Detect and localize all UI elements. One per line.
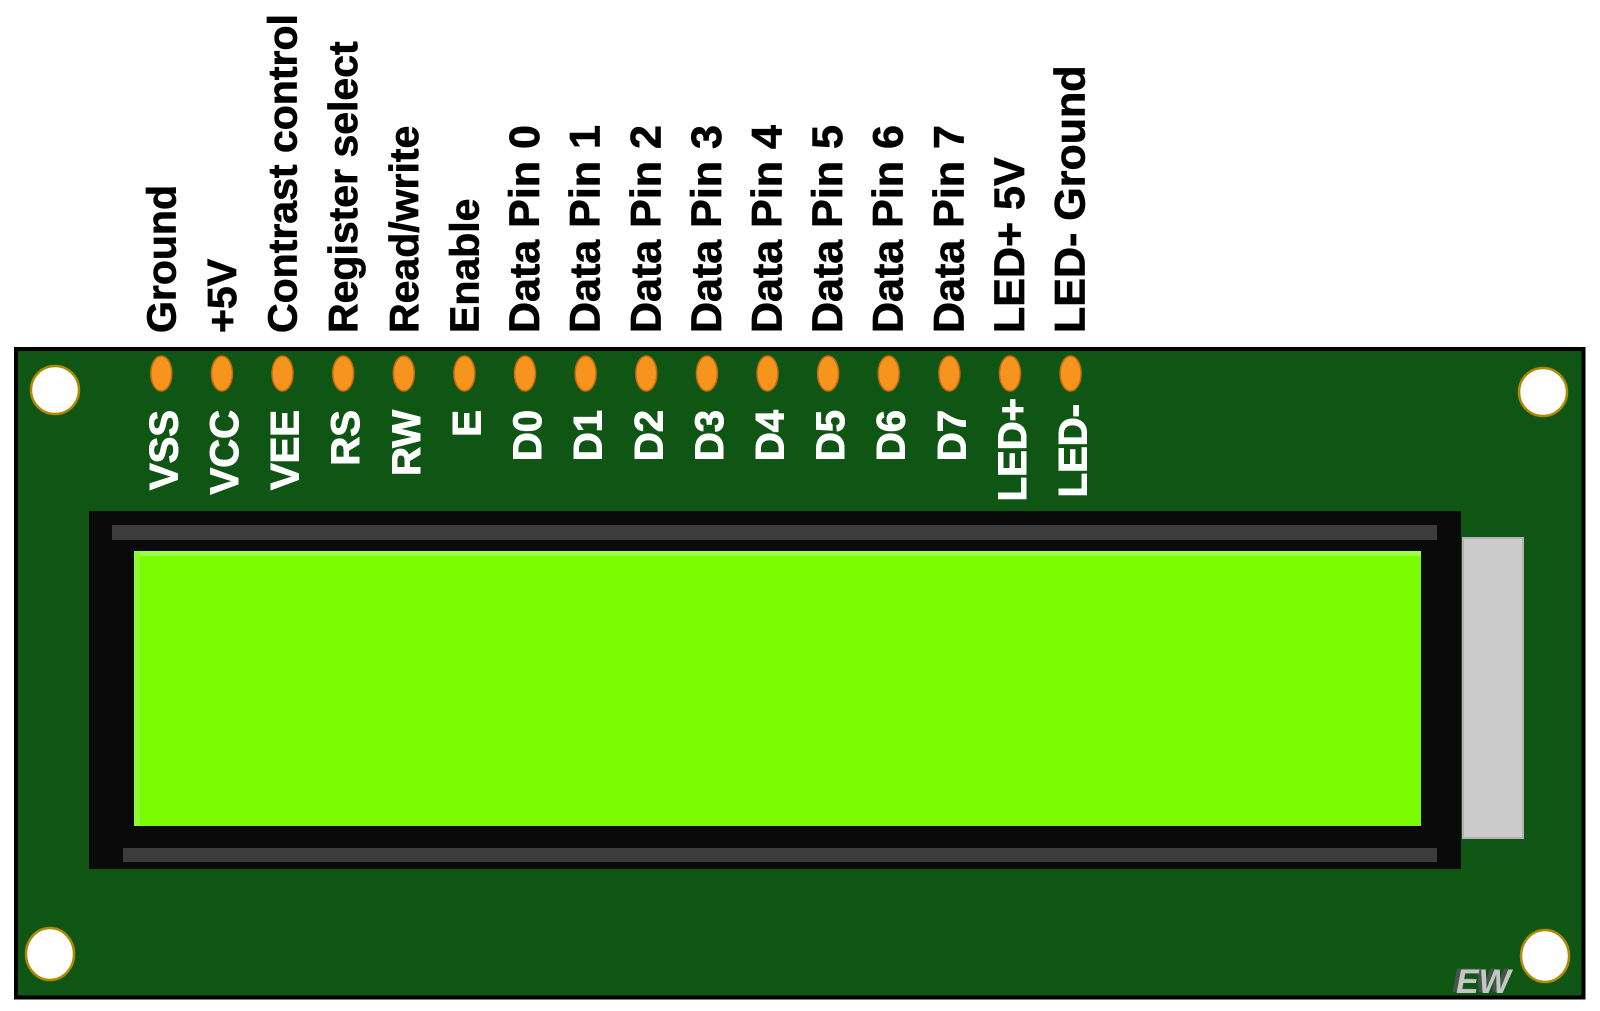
svg-text:EW: EW xyxy=(1456,963,1514,1001)
svg-text:VCC: VCC xyxy=(203,410,247,494)
svg-text:Data Pin 5: Data Pin 5 xyxy=(804,125,852,333)
svg-text:Register select: Register select xyxy=(320,41,366,333)
svg-text:VEE: VEE xyxy=(264,410,308,490)
svg-text:E: E xyxy=(445,410,489,437)
svg-text:Data Pin 7: Data Pin 7 xyxy=(925,125,973,333)
svg-text:LED-: LED- xyxy=(1052,404,1096,497)
svg-text:D3: D3 xyxy=(688,410,732,461)
svg-text:Data Pin 0: Data Pin 0 xyxy=(501,125,549,333)
svg-text:D6: D6 xyxy=(870,410,914,461)
svg-text:LED- Ground: LED- Ground xyxy=(1047,65,1095,333)
svg-text:Contrast control: Contrast control xyxy=(260,14,306,333)
svg-text:Data Pin 6: Data Pin 6 xyxy=(865,125,913,333)
svg-text:VSS: VSS xyxy=(142,410,186,490)
svg-text:LED+: LED+ xyxy=(991,398,1035,501)
svg-text:D4: D4 xyxy=(749,409,793,461)
svg-text:Data Pin 2: Data Pin 2 xyxy=(622,125,670,333)
svg-text:D0: D0 xyxy=(506,410,550,461)
svg-text:Data Pin 1: Data Pin 1 xyxy=(562,125,610,333)
svg-text:Enable: Enable xyxy=(441,199,487,333)
svg-text:LED+ 5V: LED+ 5V xyxy=(986,157,1034,333)
svg-text:Data Pin 4: Data Pin 4 xyxy=(744,125,792,333)
svg-text:EW: EW xyxy=(1452,962,1510,1000)
svg-text:D1: D1 xyxy=(567,410,611,461)
svg-text:D5: D5 xyxy=(809,410,853,461)
svg-text:D7: D7 xyxy=(930,410,974,461)
svg-text:Data Pin 3: Data Pin 3 xyxy=(683,125,731,333)
svg-text:RS: RS xyxy=(324,410,368,466)
svg-text:RW: RW xyxy=(385,410,429,476)
svg-text:+5V: +5V xyxy=(199,258,245,333)
svg-text:Read/write: Read/write xyxy=(381,126,427,333)
svg-text:D2: D2 xyxy=(627,410,671,461)
svg-text:Ground: Ground xyxy=(138,185,184,333)
